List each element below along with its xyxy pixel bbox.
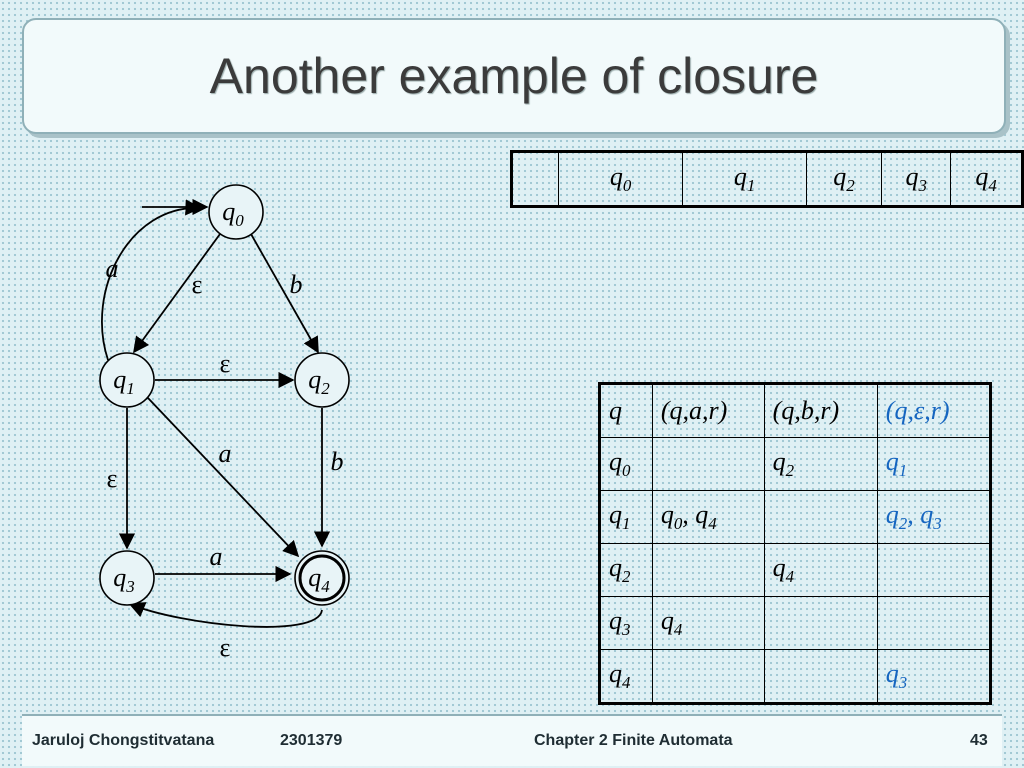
state-q3: q3 xyxy=(99,550,155,606)
state-q0: q0 xyxy=(208,184,264,240)
accepting-ring xyxy=(298,554,346,602)
state-circle xyxy=(294,352,350,408)
table-row: q4 q3 xyxy=(599,649,992,704)
edge-label-q3-q4: a xyxy=(210,542,223,571)
a-transition-cell: q0, q4 xyxy=(651,490,765,544)
state-header-cell: q3 xyxy=(881,151,951,207)
epsilon-transition-cell: q3 xyxy=(876,649,992,704)
state-q1: q1 xyxy=(99,352,155,408)
state-cell: q2 xyxy=(599,543,653,597)
state-cell: q4 xyxy=(599,649,653,704)
edge-q1-q4 xyxy=(147,397,300,558)
a-transition-cell: q4 xyxy=(651,596,765,650)
b-transition-cell: q2 xyxy=(763,437,878,491)
b-transition-cell xyxy=(763,649,878,704)
edge-label-q4-q3: ε xyxy=(220,633,231,662)
edge-label-q0-q2: b xyxy=(290,270,303,299)
state-circle xyxy=(208,184,264,240)
a-transition-cell xyxy=(651,437,765,491)
edge-q4-q3 xyxy=(128,602,323,628)
transition-header-cell: (q,ε,r) xyxy=(876,383,992,438)
state-circle xyxy=(99,352,155,408)
b-transition-cell xyxy=(763,596,878,650)
b-transition-cell xyxy=(763,490,878,544)
footer-bar: Jaruloj Chongstitvatana 2301379 Chapter … xyxy=(22,714,1002,766)
state-cell: q3 xyxy=(599,596,653,650)
transition-header-cell: q xyxy=(599,383,653,438)
edge-q1-q0 xyxy=(101,199,202,361)
epsilon-transition-cell xyxy=(876,596,992,650)
footer-course: 2301379 xyxy=(280,732,343,749)
state-circle xyxy=(294,550,350,606)
epsilon-transition-cell xyxy=(876,543,992,597)
state-q4: q4 xyxy=(294,550,350,606)
title-box: Another example of closure xyxy=(22,18,1006,134)
state-circle xyxy=(99,550,155,606)
footer-chapter: Chapter 2 Finite Automata xyxy=(534,732,733,749)
state-label: q4 xyxy=(308,563,330,596)
transition-table-head: q(q,a,r)(q,b,r)(q,ε,r) xyxy=(599,383,992,438)
transition-header-cell: (q,a,r) xyxy=(651,383,765,438)
edge-label-q0-q1: ε xyxy=(192,270,203,299)
b-transition-cell: q4 xyxy=(763,543,878,597)
state-label: q0 xyxy=(222,197,244,230)
transition-header-row: q(q,a,r)(q,b,r)(q,ε,r) xyxy=(599,383,992,438)
transition-header-cell: (q,b,r) xyxy=(763,383,878,438)
state-label: q2 xyxy=(308,365,330,398)
footer-page-number: 43 xyxy=(970,732,988,749)
edge-label-q1-q3: ε xyxy=(107,464,118,493)
footer-author: Jaruloj Chongstitvatana xyxy=(32,732,215,749)
edge-label-q1-q2: ε xyxy=(220,349,231,378)
a-transition-cell xyxy=(651,543,765,597)
state-cell: q0 xyxy=(599,437,653,491)
epsilon-transition-cell: q1 xyxy=(876,437,992,491)
a-transition-cell xyxy=(651,649,765,704)
state-header-cell: q0 xyxy=(557,151,683,207)
edge-label-q1-q4: a xyxy=(219,439,232,468)
slide-title: Another example of closure xyxy=(209,48,819,104)
edge-label-q1-q0: a xyxy=(106,254,119,283)
edge-label-q2-q4: b xyxy=(331,447,344,476)
epsilon-transition-cell: q2, q3 xyxy=(876,490,992,544)
state-label: q1 xyxy=(113,365,135,398)
edge-q0-q1 xyxy=(133,233,221,354)
state-header-cell: q2 xyxy=(805,151,882,207)
state-q2: q2 xyxy=(294,352,350,408)
table-row: q2 q4 xyxy=(599,543,992,597)
state-label: q3 xyxy=(113,563,135,596)
edge-q0-q2 xyxy=(250,233,319,354)
state-header-cell: q4 xyxy=(950,151,1023,207)
state-header-cell xyxy=(512,152,559,207)
state-cell: q1 xyxy=(599,490,653,544)
state-header-cell: q1 xyxy=(682,151,807,207)
